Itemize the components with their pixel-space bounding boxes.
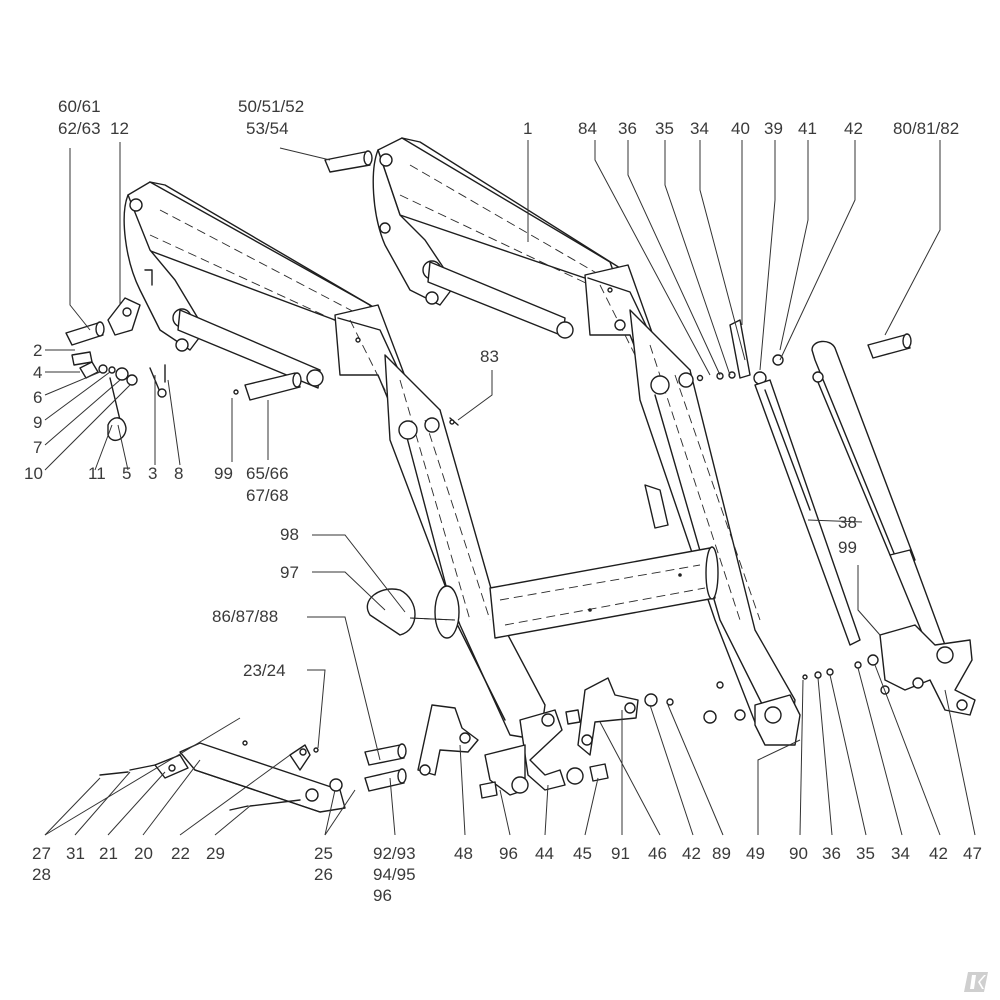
callout-label: 34 (891, 844, 910, 863)
callout-label: 89 (712, 844, 731, 863)
callout-label: 2 (33, 341, 42, 360)
callout-label: 26 (314, 865, 333, 884)
callout-label: 7 (33, 438, 42, 457)
callout-label: 29 (206, 844, 225, 863)
left-small-parts (65, 150, 459, 442)
callout-label: 1 (523, 119, 532, 138)
callout-label: 12 (110, 119, 129, 138)
callout-label: 35 (655, 119, 674, 138)
callout-label: 27 (32, 844, 51, 863)
callout-label: 10 (24, 464, 43, 483)
left-arm (123, 181, 546, 741)
cross-tube (434, 546, 719, 639)
callout-label: 21 (99, 844, 118, 863)
callout-label: 44 (535, 844, 554, 863)
callout-label: 84 (578, 119, 597, 138)
callout-label: 94/95 (373, 865, 416, 884)
callout-label: 41 (798, 119, 817, 138)
callout-label: 20 (134, 844, 153, 863)
callout-label: 50/51/52 (238, 97, 304, 116)
callout-label: 9 (33, 413, 42, 432)
callout-label: 36 (822, 844, 841, 863)
callout-label: 99 (214, 464, 233, 483)
callout-labels: 60/61 62/63 12 50/51/52 53/54 1 84 36 35… (24, 97, 982, 905)
callout-label: 83 (480, 347, 499, 366)
leader-lines (44, 140, 976, 836)
callout-label: 8 (174, 464, 183, 483)
callout-label: 90 (789, 844, 808, 863)
callout-label: 48 (454, 844, 473, 863)
callout-label: 3 (148, 464, 157, 483)
callout-label: 98 (280, 525, 299, 544)
callout-label: 60/61 (58, 97, 101, 116)
callout-label: 42 (844, 119, 863, 138)
callout-label: 35 (856, 844, 875, 863)
callout-label: 25 (314, 844, 333, 863)
callout-label: 49 (746, 844, 765, 863)
callout-label: 23/24 (243, 661, 286, 680)
callout-label: 96 (499, 844, 518, 863)
callout-label: 38 (838, 513, 857, 532)
callout-label: 91 (611, 844, 630, 863)
callout-label: 46 (648, 844, 667, 863)
callout-label: 86/87/88 (212, 607, 278, 626)
bottom-linkage-parts (364, 588, 801, 799)
callout-label: 80/81/82 (893, 119, 959, 138)
callout-label: 6 (33, 388, 42, 407)
callout-label: 22 (171, 844, 190, 863)
callout-label: 39 (764, 119, 783, 138)
callout-label: 62/63 (58, 119, 101, 138)
callout-label: 31 (66, 844, 85, 863)
right-cylinder-parts (696, 319, 976, 716)
callout-label: 96 (373, 886, 392, 905)
callout-label: 99 (838, 538, 857, 557)
callout-label: 42 (682, 844, 701, 863)
lock-assembly (99, 740, 346, 813)
callout-label: 53/54 (246, 119, 289, 138)
callout-label: 36 (618, 119, 637, 138)
callout-label: 11 (88, 464, 106, 483)
callout-label: 28 (32, 865, 51, 884)
callout-label: 47 (963, 844, 982, 863)
callout-label: 65/66 (246, 464, 289, 483)
callout-label: 45 (573, 844, 592, 863)
brand-logo-icon (964, 972, 988, 992)
callout-label: 5 (122, 464, 131, 483)
callout-label: 34 (690, 119, 709, 138)
callout-label: 67/68 (246, 486, 289, 505)
right-arm (372, 137, 796, 736)
callout-label: 97 (280, 563, 299, 582)
callout-label: 40 (731, 119, 750, 138)
callout-label: 42 (929, 844, 948, 863)
callout-label: 4 (33, 363, 42, 382)
callout-label: 92/93 (373, 844, 416, 863)
